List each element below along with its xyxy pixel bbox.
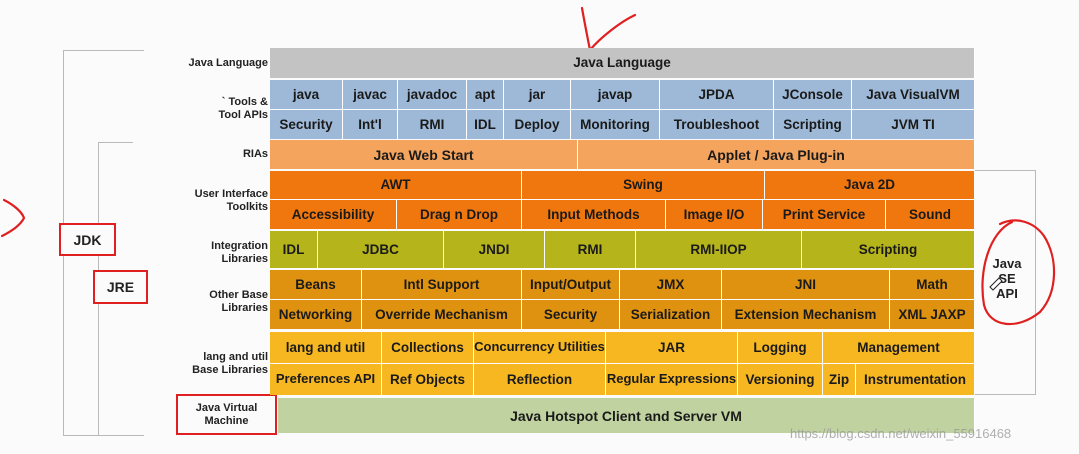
integration-cell-1: JDBC [318, 231, 444, 268]
jre-label: JRE [106, 279, 135, 295]
tools2-cell-8: JVM TI [852, 110, 975, 139]
tools1-cell-5: javap [571, 80, 660, 109]
ui2-cell-0: Accessibility [270, 200, 397, 229]
tools2-cell-4: Deploy [504, 110, 571, 139]
java-language-bar: Java Language [270, 48, 975, 78]
integration-cell-2: JNDI [444, 231, 545, 268]
checkmark-annotation [580, 6, 637, 53]
tools1-cell-8: Java VisualVM [852, 80, 975, 109]
other1-cell-5: Math [890, 270, 975, 299]
circle-annotation [981, 219, 1056, 326]
other2-cell-2: Security [522, 300, 620, 329]
other1-cell-3: JMX [620, 270, 722, 299]
javase-line1: Java [992, 256, 1022, 271]
javase-bracket [975, 170, 1036, 395]
other1-cell-4: JNI [722, 270, 890, 299]
watermark: https://blog.csdn.net/weixin_55916468 [790, 426, 1012, 441]
lang2-cell-1: Ref Objects [382, 364, 474, 395]
tools2-cell-7: Scripting [774, 110, 852, 139]
jre-box: JRE [93, 270, 148, 304]
lang2-cell-0: Preferences API [270, 364, 382, 395]
other2-cell-4: Extension Mechanism [722, 300, 890, 329]
ui1-cell-0: AWT [270, 171, 522, 199]
javase-api-label: Java SE API [985, 256, 1029, 301]
lang2-cell-5: Zip [823, 364, 856, 395]
integration-cell-5: Scripting [802, 231, 975, 268]
ui2-cell-3: Image I/O [666, 200, 763, 229]
other2-cell-1: Override Mechanism [362, 300, 522, 329]
tools2-cell-2: RMI [398, 110, 467, 139]
jvm-label-line1: Java Virtual [195, 401, 258, 414]
tools1-cell-0: java [270, 80, 343, 109]
tools1-cell-1: javac [343, 80, 398, 109]
integration-cell-3: RMI [545, 231, 636, 268]
ui2-cell-5: Sound [886, 200, 975, 229]
ui2-cell-4: Print Service [763, 200, 886, 229]
ui1-cell-1: Swing [522, 171, 765, 199]
tools1-cell-7: JConsole [774, 80, 852, 109]
other2-cell-0: Networking [270, 300, 362, 329]
jdk-label: JDK [73, 231, 102, 248]
tools1-cell-3: apt [467, 80, 504, 109]
tools2-cell-1: Int'l [343, 110, 398, 139]
ria-cell-0: Java Web Start [270, 140, 578, 169]
lang1-cell-2: Concurrency Utilities [474, 332, 606, 363]
lang2-cell-6: Instrumentation [856, 364, 975, 395]
hotspot-vm-bar: Java Hotspot Client and Server VM [278, 398, 975, 433]
javase-line2: SE [998, 271, 1016, 286]
ui2-cell-2: Input Methods [522, 200, 666, 229]
tools2-cell-5: Monitoring [571, 110, 660, 139]
integration-cell-4: RMI-IIOP [636, 231, 802, 268]
tools1-cell-2: javadoc [398, 80, 467, 109]
tools1-cell-4: jar [504, 80, 571, 109]
lang1-cell-4: Logging [738, 332, 823, 363]
ui2-cell-1: Drag n Drop [397, 200, 522, 229]
lang1-cell-5: Management [823, 332, 975, 363]
pen-cursor-icon [989, 277, 1003, 291]
lang1-cell-0: lang and util [270, 332, 382, 363]
integration-cell-0: IDL [270, 231, 318, 268]
arrow-annotation [0, 198, 26, 238]
row-label-tools: ` Tools &Tool APIs [218, 96, 269, 121]
ria-cell-1: Applet / Java Plug-in [578, 140, 975, 169]
jvm-label-line2: Machine [204, 414, 249, 427]
tools2-cell-0: Security [270, 110, 343, 139]
lang1-cell-1: Collections [382, 332, 474, 363]
javase-line3: API [996, 286, 1018, 301]
tools2-cell-6: Troubleshoot [660, 110, 774, 139]
other1-cell-2: Input/Output [522, 270, 620, 299]
jdk-box: JDK [59, 223, 116, 256]
lang2-cell-4: Versioning [738, 364, 823, 395]
row-label-rias: RIAs [242, 147, 268, 160]
lang2-cell-3: Regular Expressions [606, 364, 738, 395]
other2-cell-3: Serialization [620, 300, 722, 329]
lang1-cell-3: JAR [606, 332, 738, 363]
jvm-label-box: Java Virtual Machine [176, 394, 277, 435]
other2-cell-5: XML JAXP [890, 300, 975, 329]
tools2-cell-3: IDL [467, 110, 504, 139]
row-label-java-language: Java Language [188, 56, 268, 69]
other1-cell-0: Beans [270, 270, 362, 299]
ui1-cell-2: Java 2D [765, 171, 975, 199]
tools1-cell-6: JPDA [660, 80, 774, 109]
lang2-cell-2: Reflection [474, 364, 606, 395]
other1-cell-1: Intl Support [362, 270, 522, 299]
